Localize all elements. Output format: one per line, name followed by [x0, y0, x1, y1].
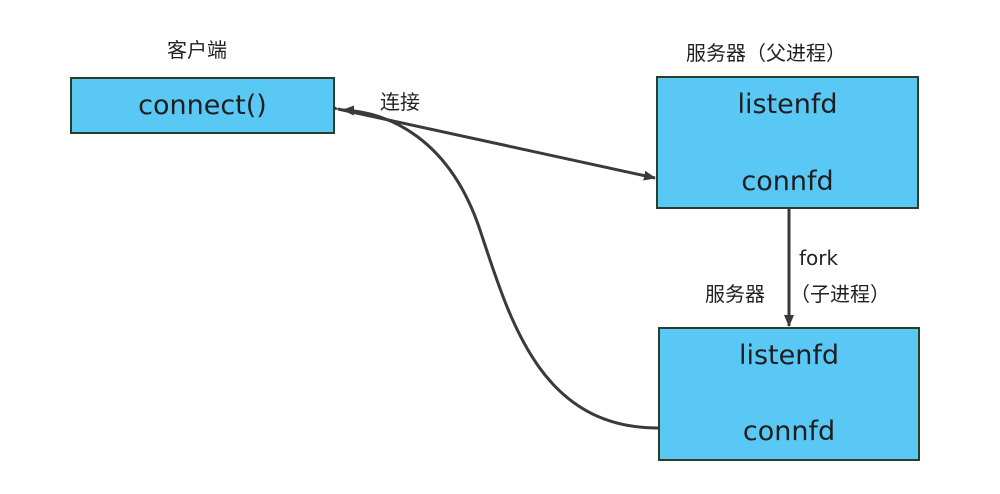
child-server-title: 服务器	[705, 282, 765, 306]
client-call-label: connect()	[138, 90, 267, 121]
parent-connfd-label: connfd	[741, 166, 834, 197]
client-box: connect()	[70, 77, 335, 134]
client-title: 客户端	[167, 38, 227, 62]
parent-listenfd-label: listenfd	[737, 89, 838, 120]
child-server-subtitle: （子进程）	[790, 282, 890, 306]
child-connfd-label: connfd	[742, 416, 836, 447]
fork-label: fork	[799, 246, 839, 270]
child-server-box: listenfd connfd	[658, 327, 920, 461]
child-connection-curve	[342, 105, 659, 430]
parent-server-title: 服务器（父进程）	[686, 41, 846, 65]
connect-label: 连接	[380, 90, 420, 114]
parent-server-box: listenfd connfd	[656, 76, 919, 209]
child-listenfd-label: listenfd	[738, 340, 840, 371]
